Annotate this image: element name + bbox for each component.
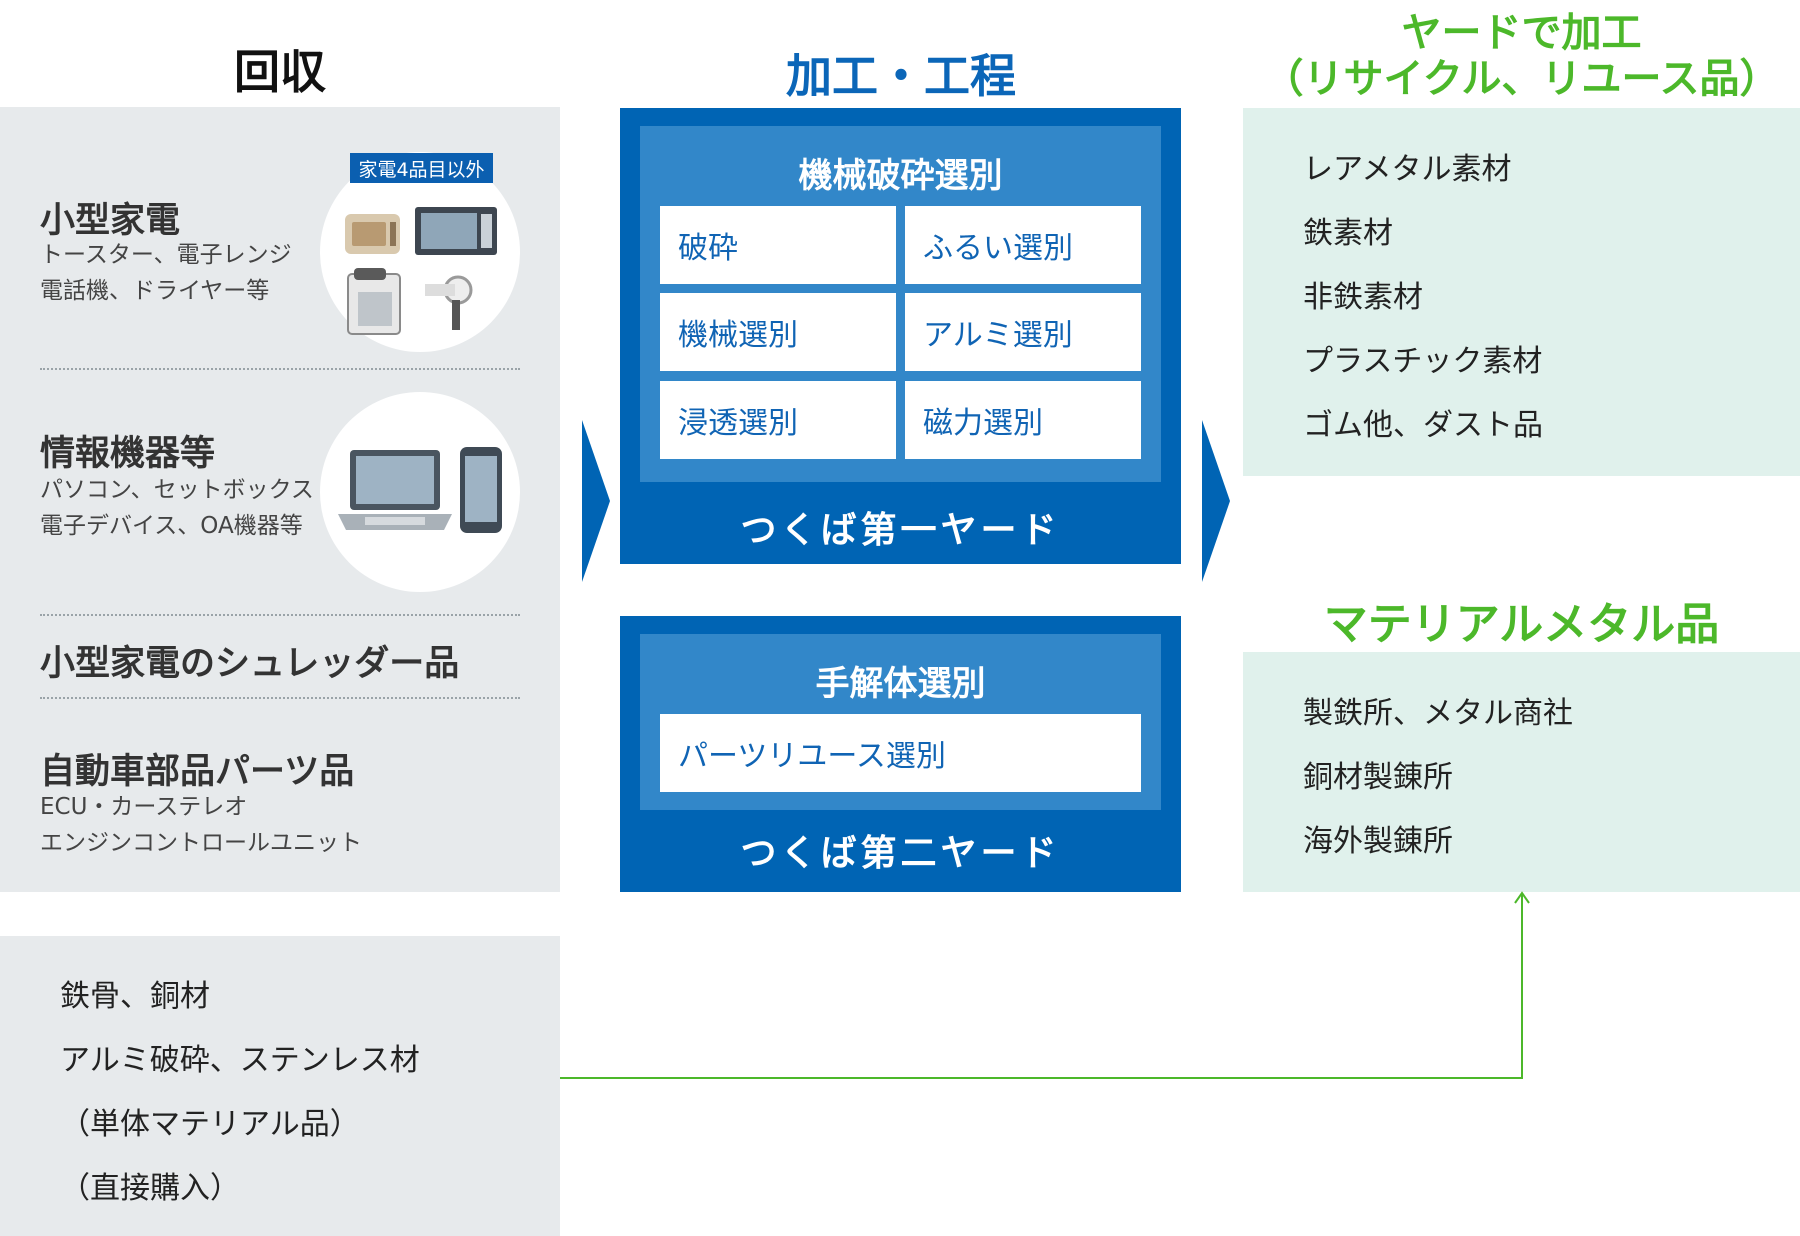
yard2-inner: 手解体選別 パーツリユース選別 <box>640 634 1161 810</box>
yard1-cell-crush: 破砕 <box>660 206 896 284</box>
direct-panel: 鉄骨、銅材 アルミ破砕、ステンレス材 （単体マテリアル品） （直接購入） <box>0 936 560 1236</box>
direct-item-4: （直接購入） <box>60 1171 240 1206</box>
cat-small-appliance-sub2: 電話機、ドライヤー等 <box>40 278 270 304</box>
yard-output-item-2: 鉄素材 <box>1303 216 1393 251</box>
cat-small-appliance-title: 小型家電 <box>40 201 181 241</box>
device-icons <box>338 447 502 533</box>
yard1-cell-sieve: ふるい選別 <box>905 206 1141 284</box>
divider-1 <box>40 368 520 370</box>
appliance-icons <box>345 207 497 335</box>
yard1-box: 機械破砕選別 破砕 ふるい選別 機械選別 アルミ選別 浸透選別 磁力選別 つくば… <box>620 108 1181 564</box>
cat-small-appliance-sub1: トースター、電子レンジ <box>40 242 292 268</box>
divider-3 <box>40 697 520 699</box>
hair-dryer-icon <box>425 275 473 330</box>
yard1-cell-penetration: 浸透選別 <box>660 381 896 459</box>
yard2-box: 手解体選別 パーツリユース選別 つくば第二ヤード <box>620 616 1181 892</box>
material-title: マテリアルメタル品 <box>1323 599 1720 650</box>
material-item-2: 銅材製錬所 <box>1303 760 1453 795</box>
laptop-icon <box>338 450 452 530</box>
yard-output-title-2: （リサイクル、リユース品） <box>1263 56 1780 102</box>
yard1-cell-magnetic: 磁力選別 <box>905 381 1141 459</box>
divider-2 <box>40 614 520 616</box>
cat-info-devices-title: 情報機器等 <box>40 434 216 474</box>
yard-output-panel: レアメタル素材 鉄素材 非鉄素材 プラスチック素材 ゴム他、ダスト品 <box>1243 108 1800 476</box>
phone-icon <box>347 268 401 335</box>
direct-item-2: アルミ破砕、ステンレス材 <box>60 1043 420 1078</box>
yard1-label: つくば第一ヤード <box>740 510 1061 551</box>
yard-output-item-1: レアメタル素材 <box>1303 152 1512 187</box>
collect-panel: 小型家電 トースター、電子レンジ 電話機、ドライヤー等 <box>0 107 560 892</box>
smartphone-icon <box>460 447 502 533</box>
cat-auto-parts-sub1: ECU・カーステレオ <box>40 794 248 820</box>
yard1-cell-aluminum: アルミ選別 <box>905 293 1141 371</box>
toaster-icon <box>345 214 400 254</box>
cat-auto-parts-title: 自動車部品パーツ品 <box>40 752 355 792</box>
direct-item-1: 鉄骨、銅材 <box>60 979 210 1014</box>
cat-auto-parts-sub2: エンジンコントロールユニット <box>40 830 362 856</box>
arrow-collect-to-process <box>582 420 610 582</box>
arrow-process-to-output <box>1202 420 1230 582</box>
microwave-icon <box>415 207 497 255</box>
yard2-label: つくば第二ヤード <box>740 833 1061 874</box>
cat-info-devices-sub2: 電子デバイス、OA機器等 <box>40 513 303 539</box>
material-item-3: 海外製錬所 <box>1303 824 1453 859</box>
yard1-inner-title: 機械破砕選別 <box>798 156 1003 196</box>
small-appliance-image <box>320 152 520 352</box>
material-item-1: 製鉄所、メタル商社 <box>1303 696 1573 731</box>
yard2-cell-parts-reuse: パーツリユース選別 <box>660 714 1141 792</box>
collect-header: 回収 <box>234 45 326 99</box>
yard-output-item-5: ゴム他、ダスト品 <box>1303 408 1543 443</box>
appliance-badge: 家電4品目以外 <box>350 153 493 183</box>
yard1-inner: 機械破砕選別 破砕 ふるい選別 機械選別 アルミ選別 浸透選別 磁力選別 <box>640 126 1161 482</box>
yard-output-title-1: ヤードで加工 <box>1401 10 1642 56</box>
yard1-cell-mechanical: 機械選別 <box>660 293 896 371</box>
material-panel: 製鉄所、メタル商社 銅材製錬所 海外製錬所 <box>1243 652 1800 892</box>
info-devices-image <box>320 392 520 592</box>
process-header: 加工・工程 <box>786 49 1016 103</box>
cat-shredder-title: 小型家電のシュレッダー品 <box>40 644 460 684</box>
yard2-inner-title: 手解体選別 <box>815 664 986 704</box>
yard-output-item-3: 非鉄素材 <box>1303 280 1423 315</box>
yard-output-item-4: プラスチック素材 <box>1303 344 1543 379</box>
cat-info-devices-sub1: パソコン、セットボックス <box>40 477 314 503</box>
direct-item-3: （単体マテリアル品） <box>60 1107 360 1142</box>
